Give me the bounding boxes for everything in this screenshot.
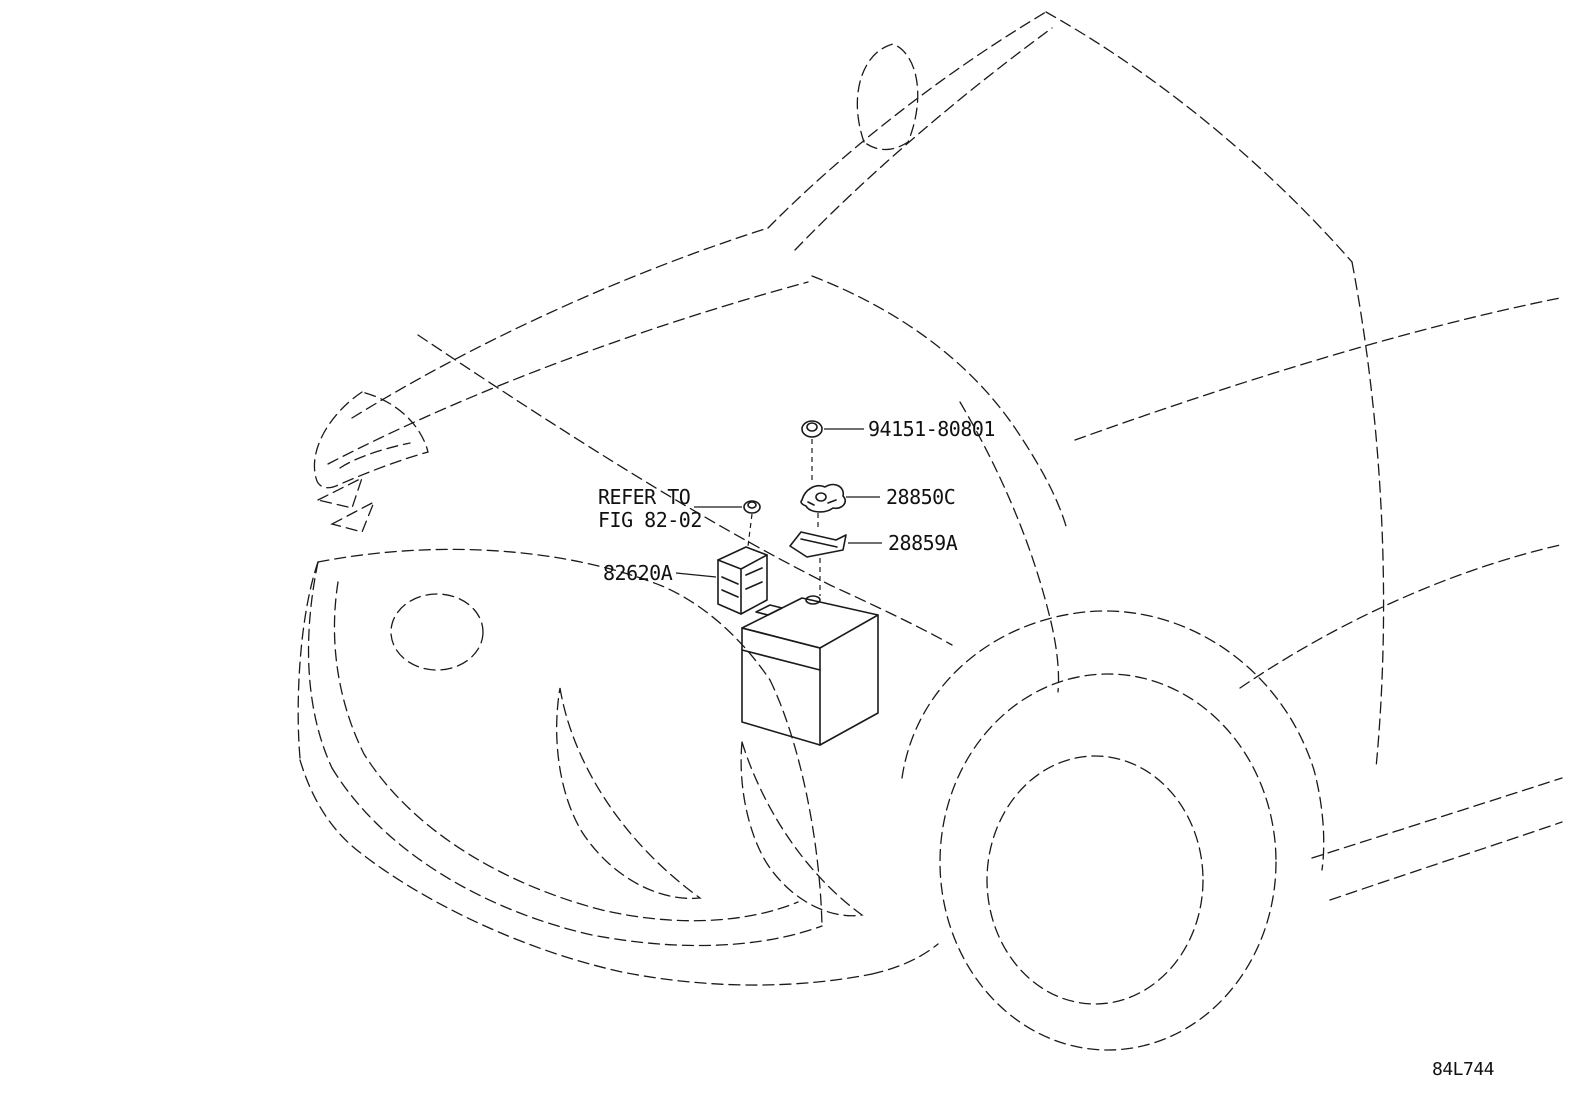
side-lower-line-2 bbox=[1329, 821, 1563, 901]
refer-note-line2: FIG 82-02 bbox=[598, 508, 702, 532]
intake-swoosh-2 bbox=[740, 741, 864, 917]
leader-lines bbox=[675, 428, 882, 596]
bumper-lower bbox=[299, 759, 873, 986]
fender-line bbox=[959, 401, 1060, 693]
battery-side-face bbox=[819, 614, 879, 746]
refer-note: REFER TO FIG 82-02 bbox=[598, 486, 702, 532]
drl-chevron-1 bbox=[316, 476, 364, 509]
refer-note-line1: REFER TO bbox=[598, 485, 691, 509]
clamp-hole bbox=[815, 492, 827, 502]
grille-top bbox=[317, 548, 771, 681]
tire bbox=[939, 673, 1277, 1051]
fusebox-rib-4 bbox=[745, 581, 763, 590]
part-label-94151-80801: 94151-80801 bbox=[868, 417, 995, 441]
fusebox-rib-1 bbox=[721, 576, 739, 585]
bracket-line bbox=[800, 538, 838, 548]
bracket-body bbox=[789, 531, 847, 558]
battery-terminal-cap bbox=[755, 604, 783, 616]
part-label-28850c: 28850C bbox=[886, 485, 956, 509]
side-lower-line-1 bbox=[1311, 777, 1563, 859]
leader-fusebox bbox=[675, 572, 717, 578]
headlamp-detail bbox=[339, 442, 411, 469]
fusebox-rib-3 bbox=[745, 567, 763, 576]
a-pillar-inner bbox=[794, 27, 1053, 251]
drl-chevron-2 bbox=[330, 500, 376, 533]
parts-group bbox=[717, 420, 879, 746]
battery-top-face bbox=[741, 597, 879, 649]
clamp-detail bbox=[807, 499, 837, 506]
fusebox-edges bbox=[717, 554, 768, 615]
door-seam bbox=[1351, 261, 1385, 769]
hood-center-line bbox=[417, 334, 953, 646]
a-pillar-outer bbox=[767, 11, 1047, 229]
cowl-line bbox=[811, 275, 1067, 527]
fog-lamp bbox=[390, 593, 484, 671]
part-label-28859a: 28859A bbox=[888, 531, 958, 555]
diagram-code: 84L744 bbox=[1432, 1059, 1495, 1080]
cowl-bolt-head bbox=[743, 500, 761, 514]
bolt-head bbox=[806, 422, 818, 432]
belt-line bbox=[1074, 297, 1561, 441]
clamp-body bbox=[800, 483, 847, 513]
bumper-corner bbox=[297, 561, 319, 759]
hood-edge-upper bbox=[351, 227, 769, 419]
grille-right bbox=[769, 679, 823, 927]
battery-cover-seam bbox=[741, 649, 821, 671]
roof-side-line bbox=[1045, 11, 1353, 263]
grille-left-edge bbox=[307, 561, 333, 769]
battery-front-face bbox=[741, 627, 821, 746]
axis-bolt-to-fusebox bbox=[747, 513, 753, 547]
grille-inner bbox=[333, 581, 799, 922]
part-label-82620a: 82620A bbox=[603, 561, 673, 585]
hood-edge-lower bbox=[327, 281, 809, 465]
headlamp-outline bbox=[313, 391, 429, 489]
wheel-arch bbox=[901, 610, 1325, 871]
wheel-rim bbox=[986, 755, 1204, 1005]
roof-antenna bbox=[856, 43, 919, 151]
bolt-washer bbox=[801, 420, 823, 438]
fusebox-outline bbox=[717, 546, 768, 615]
cowl-bolt-inner bbox=[747, 501, 757, 509]
intake-swoosh-1 bbox=[556, 687, 702, 900]
fusebox-rib-2 bbox=[721, 589, 739, 598]
fender-top-line bbox=[1239, 544, 1561, 689]
vehicle-outline bbox=[297, 11, 1563, 1051]
bumper-to-wheel bbox=[871, 943, 939, 975]
grille-bottom bbox=[331, 767, 823, 947]
battery-terminal-post bbox=[805, 595, 821, 605]
